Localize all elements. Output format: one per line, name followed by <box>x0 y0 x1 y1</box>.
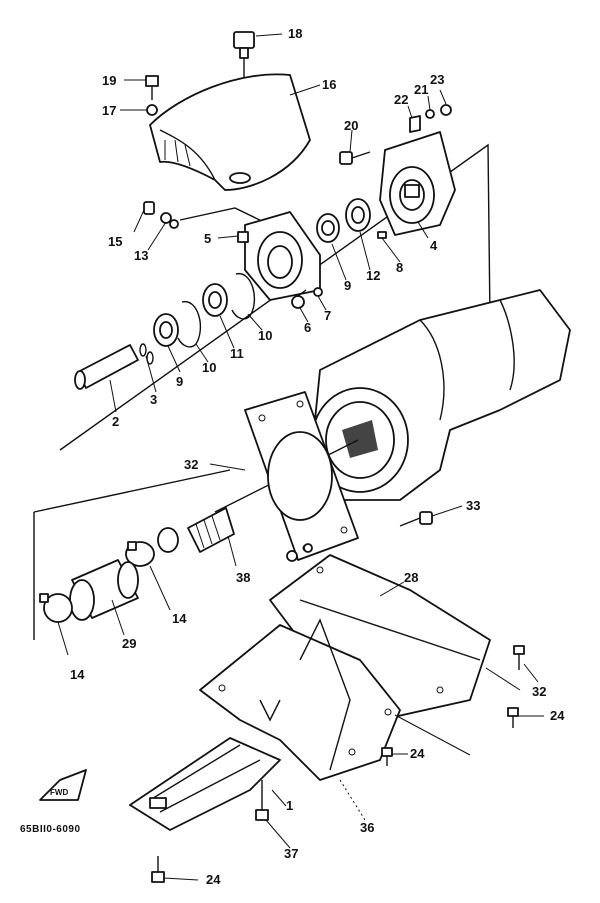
leader-lines <box>57 33 544 881</box>
bolt-24-bottom <box>151 856 165 883</box>
o-rings-3 <box>139 343 154 365</box>
group-boundary-left-top <box>33 469 231 513</box>
bolt-19 <box>145 75 159 100</box>
callout-10-upper: 10 <box>258 328 272 343</box>
pin-8 <box>377 231 387 239</box>
circlip-10-upper <box>231 273 256 320</box>
clamp-14-upper <box>125 541 155 567</box>
callout-37: 37 <box>284 846 298 861</box>
callouts: 18 19 16 17 23 21 22 20 15 13 5 4 8 12 9… <box>70 26 565 887</box>
callout-33: 33 <box>466 498 480 513</box>
callout-3: 3 <box>150 392 157 407</box>
callout-4: 4 <box>430 238 438 253</box>
washer-17 <box>146 104 158 116</box>
callout-2: 2 <box>112 414 119 429</box>
callout-1: 1 <box>286 798 293 813</box>
callout-8: 8 <box>396 260 403 275</box>
washer-7 <box>313 287 323 297</box>
callout-32-right: 32 <box>532 684 546 699</box>
callout-24-mid: 24 <box>410 746 425 761</box>
fwd-label: FWD <box>50 788 68 797</box>
hose-29 <box>69 559 139 621</box>
callout-16: 16 <box>322 77 336 92</box>
callout-22: 22 <box>394 92 408 107</box>
callout-14-upper: 14 <box>172 611 187 626</box>
callout-13: 13 <box>134 248 148 263</box>
bolt-24-right <box>507 707 519 728</box>
jet-pump-housing <box>214 289 571 513</box>
fwd-arrow-icon: FWD <box>39 769 87 801</box>
seal-9-lower <box>153 313 179 347</box>
callout-11: 11 <box>230 346 244 361</box>
callout-5: 5 <box>204 231 211 246</box>
callout-7: 7 <box>324 308 331 323</box>
bolt-37 <box>255 780 269 821</box>
boot-38 <box>157 507 235 553</box>
circlip-10-lower <box>177 301 202 348</box>
clamp-14-lower <box>39 593 73 623</box>
figure-code: 65BII0-6090 <box>20 824 81 835</box>
callout-29: 29 <box>122 636 136 651</box>
callout-9-lower: 9 <box>176 374 183 389</box>
nut-plate-a <box>286 550 298 562</box>
callout-36: 36 <box>360 820 374 835</box>
plate-1 <box>129 737 281 831</box>
callout-18: 18 <box>288 26 302 41</box>
housing-5 <box>237 211 321 301</box>
callout-14-lower: 14 <box>70 667 85 682</box>
nut-plate-b <box>303 543 313 553</box>
intake-grate-36 <box>199 618 471 821</box>
callout-28: 28 <box>404 570 418 585</box>
group-boundary-lower <box>59 143 491 451</box>
callout-21: 21 <box>414 82 428 97</box>
fitting-13 <box>160 212 179 229</box>
clip-22 <box>409 115 421 133</box>
shaft-2 <box>74 344 139 390</box>
bolt-32-right <box>485 645 525 691</box>
callout-19: 19 <box>102 73 116 88</box>
bolt-33 <box>399 511 433 527</box>
callout-24-right: 24 <box>550 708 565 723</box>
callout-15: 15 <box>108 234 122 249</box>
seal-9-upper <box>316 213 340 243</box>
bolt-6 <box>291 289 307 309</box>
housing-4 <box>379 131 456 236</box>
callout-24-bottom: 24 <box>206 872 221 887</box>
callout-38: 38 <box>236 570 250 585</box>
callout-6: 6 <box>304 320 311 335</box>
callout-32-left: 32 <box>184 457 198 472</box>
callout-10-lower: 10 <box>202 360 216 375</box>
washer-21 <box>425 109 435 119</box>
cover-16 <box>149 73 311 191</box>
bearing-11 <box>202 283 228 317</box>
callout-23: 23 <box>430 72 444 87</box>
bearing-12 <box>345 198 371 232</box>
callout-12: 12 <box>366 268 380 283</box>
callout-9-upper: 9 <box>344 278 351 293</box>
plate-32 <box>244 391 359 561</box>
bolt-20 <box>339 151 371 165</box>
bolt-24-mid <box>381 747 393 766</box>
callout-17: 17 <box>102 103 116 118</box>
callout-20: 20 <box>344 118 358 133</box>
nut-23 <box>440 104 452 116</box>
group-boundary-upper <box>179 207 271 226</box>
grease-fitting-18 <box>233 31 255 78</box>
plug-15 <box>143 201 155 215</box>
